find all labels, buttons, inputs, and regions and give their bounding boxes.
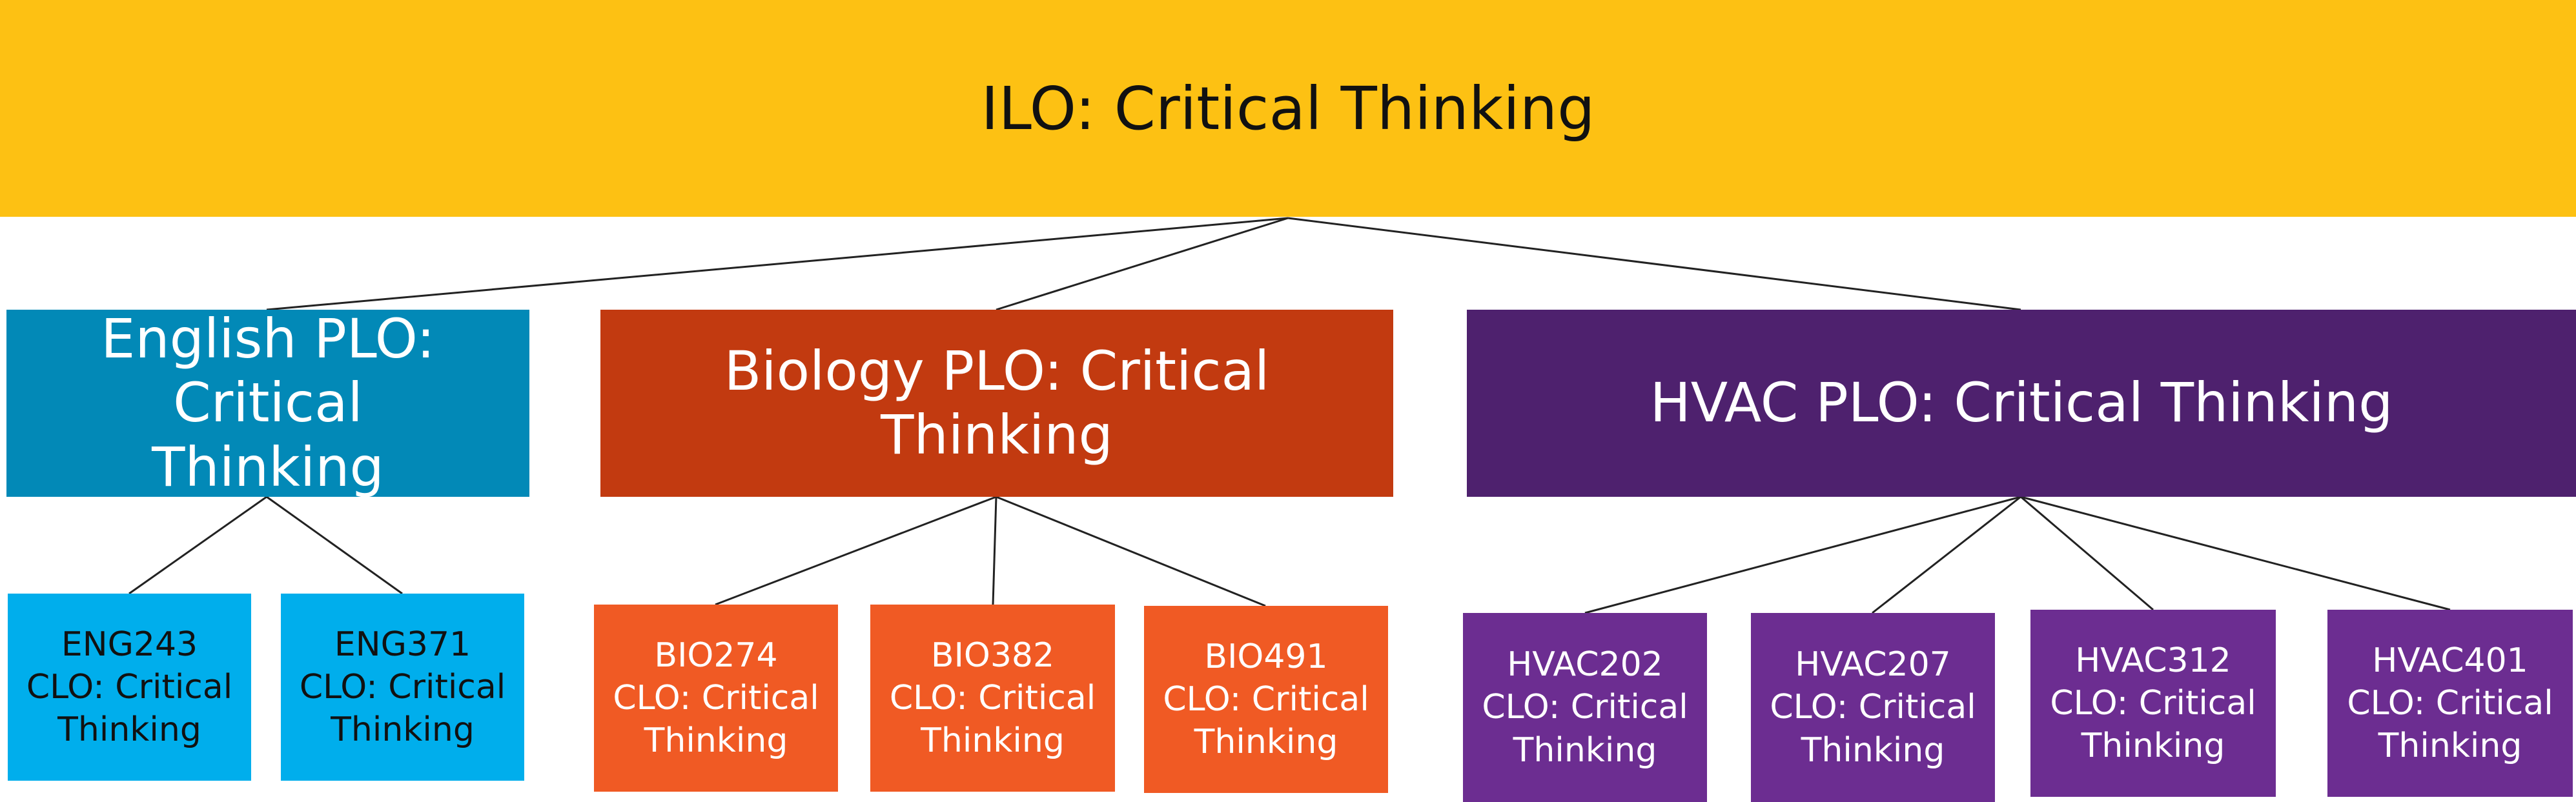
connector-ilo-english — [266, 217, 1289, 311]
connector-hvac-hvac207 — [1872, 496, 2021, 614]
clo-box-hvac401: HVAC401 CLO: Critical Thinking — [2327, 610, 2573, 797]
connector-biology-bio491 — [996, 496, 1266, 607]
plo-label-hvac: HVAC PLO: Critical Thinking — [1650, 371, 2393, 435]
clo-label-hvac401: HVAC401 CLO: Critical Thinking — [2347, 641, 2553, 766]
clo-label-eng371: ENG371 CLO: Critical Thinking — [299, 625, 506, 750]
clo-box-bio382: BIO382 CLO: Critical Thinking — [870, 605, 1115, 792]
connector-ilo-hvac — [1287, 217, 2021, 311]
ilo-label: ILO: Critical Thinking — [981, 74, 1595, 143]
clo-label-hvac207: HVAC207 CLO: Critical Thinking — [1770, 645, 1976, 770]
clo-box-bio274: BIO274 CLO: Critical Thinking — [594, 605, 838, 792]
clo-box-eng243: ENG243 CLO: Critical Thinking — [8, 594, 251, 781]
connector-biology-bio274 — [715, 496, 997, 606]
clo-box-hvac312: HVAC312 CLO: Critical Thinking — [2030, 610, 2276, 797]
clo-box-eng371: ENG371 CLO: Critical Thinking — [281, 594, 524, 781]
clo-label-hvac312: HVAC312 CLO: Critical Thinking — [2050, 641, 2256, 766]
plo-box-hvac: HVAC PLO: Critical Thinking — [1467, 310, 2576, 497]
connector-hvac-hvac312 — [2020, 496, 2154, 611]
plo-label-english: English PLO: Critical Thinking — [101, 307, 435, 499]
connector-ilo-biology — [996, 217, 1289, 311]
clo-label-bio274: BIO274 CLO: Critical Thinking — [613, 636, 819, 761]
connector-hvac-hvac202 — [1584, 496, 2021, 614]
plo-box-english: English PLO: Critical Thinking — [6, 307, 529, 499]
clo-label-bio382: BIO382 CLO: Critical Thinking — [889, 636, 1096, 761]
clo-label-hvac202: HVAC202 CLO: Critical Thinking — [1482, 645, 1688, 770]
clo-box-hvac207: HVAC207 CLO: Critical Thinking — [1751, 613, 1995, 802]
clo-box-bio491: BIO491 CLO: Critical Thinking — [1144, 606, 1388, 793]
connector-hvac-hvac401 — [2020, 496, 2451, 611]
clo-label-eng243: ENG243 CLO: Critical Thinking — [26, 625, 233, 750]
ilo-box: ILO: Critical Thinking — [0, 0, 2576, 217]
plo-box-biology: Biology PLO: Critical Thinking — [600, 310, 1393, 497]
connector-english-eng243 — [128, 496, 267, 595]
plo-label-biology: Biology PLO: Critical Thinking — [724, 339, 1270, 466]
connector-biology-bio382 — [992, 496, 997, 605]
clo-box-hvac202: HVAC202 CLO: Critical Thinking — [1463, 613, 1707, 802]
clo-label-bio491: BIO491 CLO: Critical Thinking — [1163, 637, 1369, 762]
connector-english-eng371 — [266, 496, 403, 595]
